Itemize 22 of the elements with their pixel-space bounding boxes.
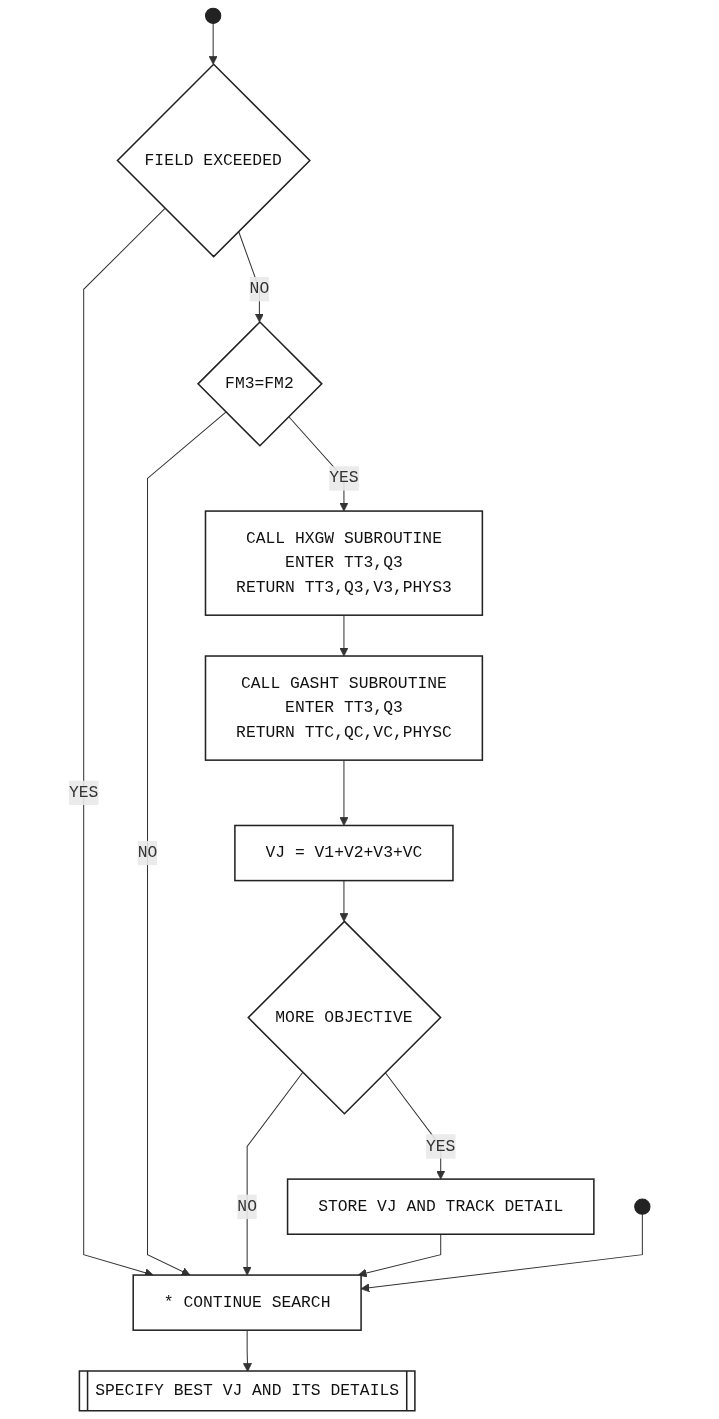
arrow [147, 411, 227, 1276]
node-diamond: FIELD EXCEEDED [116, 63, 311, 258]
arrow [339, 614, 349, 657]
edge-label: NO [249, 280, 270, 299]
node-box: STORE VJ AND TRACK DETAIL [286, 1178, 595, 1235]
arrow [208, 22, 218, 65]
node-box: VJ = V1+V2+V3+VC [234, 824, 454, 882]
node-box: CALL GASHT SUBROUTINE ENTER TT3,Q3 RETURN TTC,QC,VC,PHYSC [204, 655, 484, 761]
arrow [339, 759, 349, 826]
arrow [357, 1233, 442, 1278]
node-diamond: FM3=FM2 [196, 320, 323, 447]
arrow [242, 1329, 252, 1372]
arrow [242, 1072, 304, 1276]
arrow [339, 880, 349, 922]
edge-label: NO [237, 1197, 257, 1216]
edge-label: YES [329, 469, 359, 488]
edge-label: YES [68, 783, 99, 802]
edge-label: YES [426, 1137, 456, 1156]
node-box: * CONTINUE SEARCH [132, 1274, 362, 1331]
node-box: CALL HXGW SUBROUTINE ENTER TT3,Q3 RETURN TT3,Q3,V3,PHYS3 [204, 510, 484, 616]
node-diamond: MORE OBJECTIVE [247, 920, 442, 1115]
edge-label: NO [137, 843, 158, 863]
